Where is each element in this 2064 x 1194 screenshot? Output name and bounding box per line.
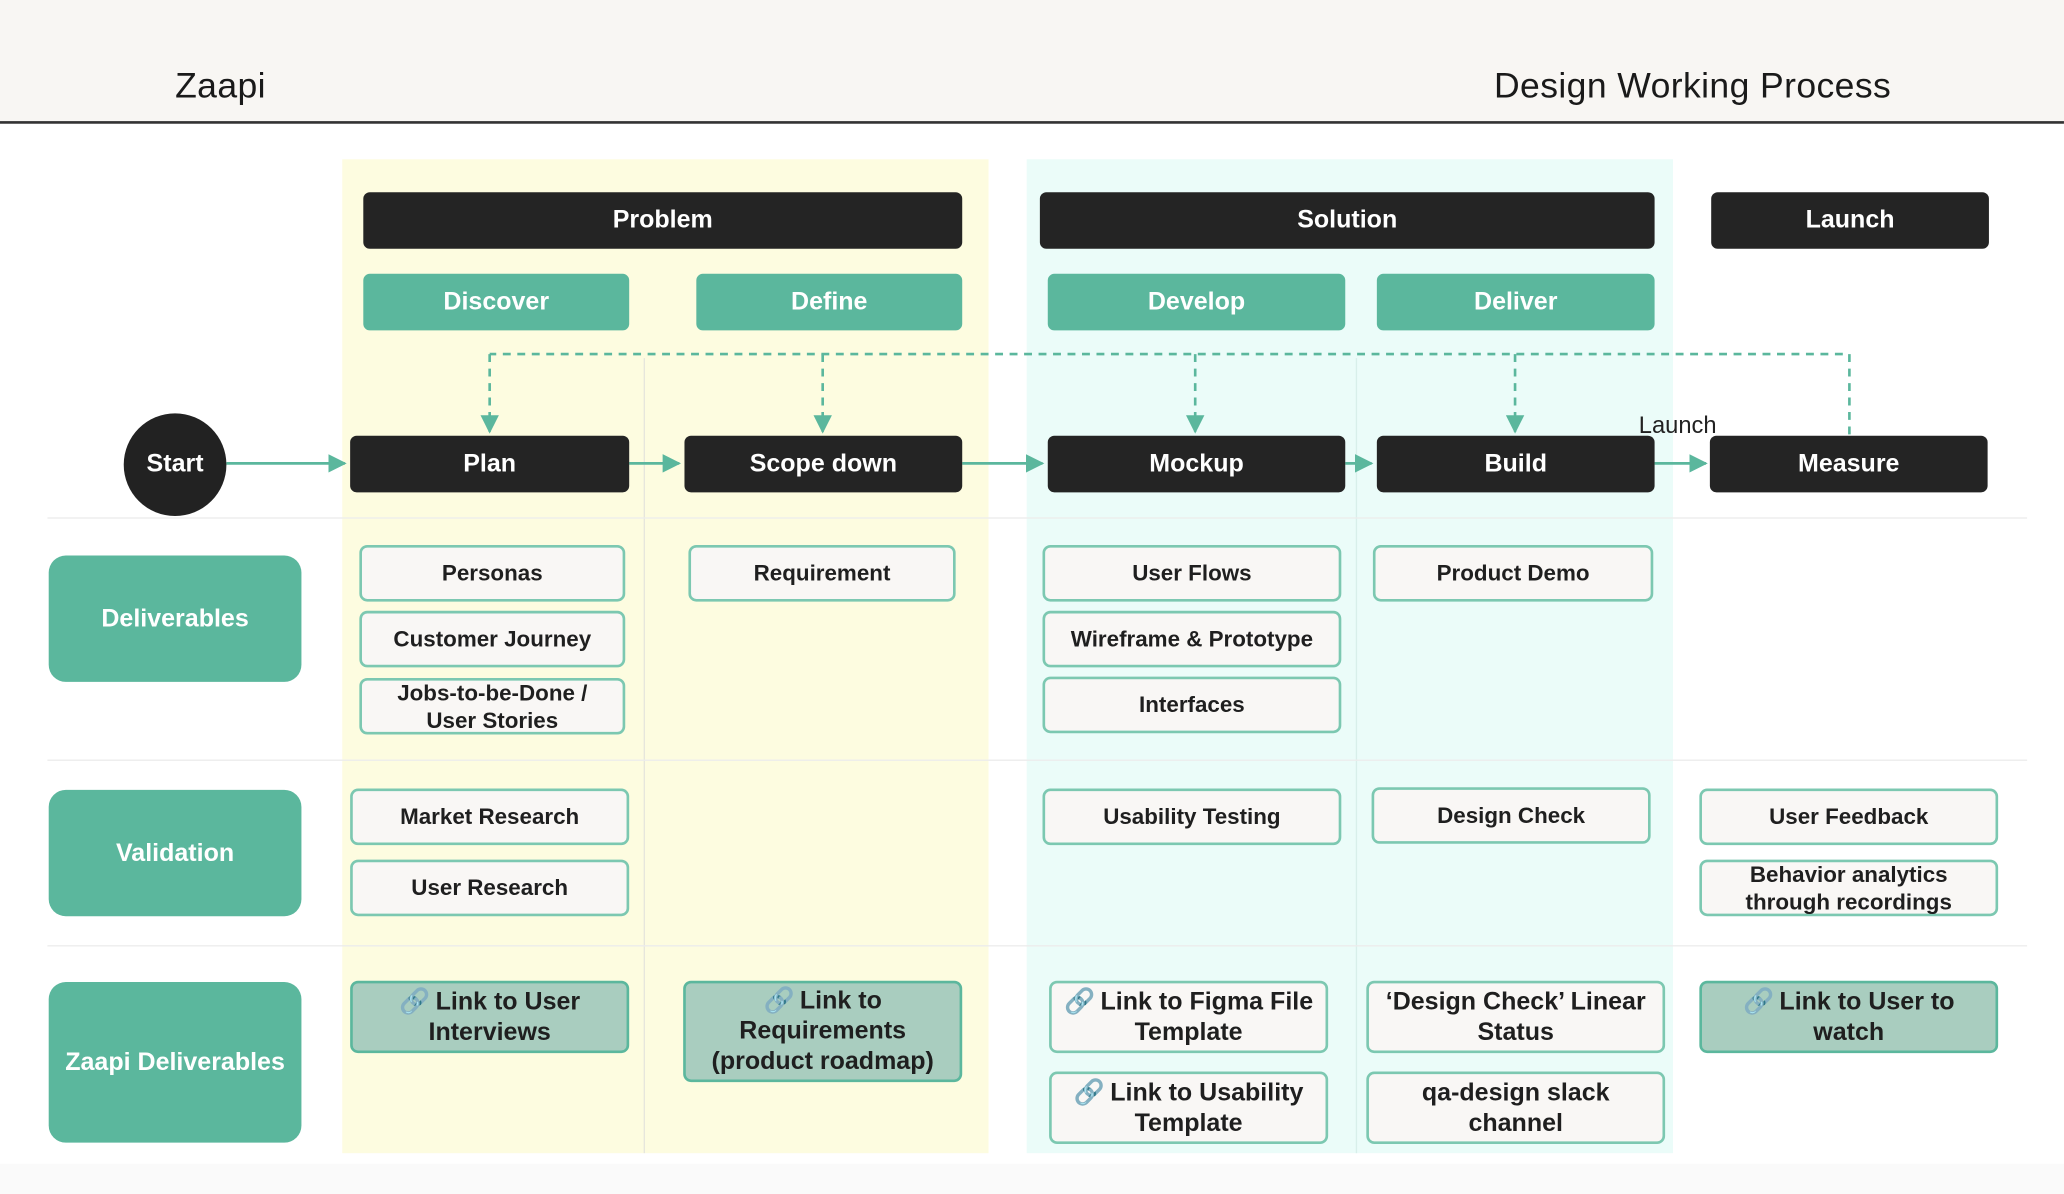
flow-scope-down: Scope down xyxy=(684,435,963,493)
validation-card: User Research xyxy=(350,859,630,917)
link-icon: 🔗 xyxy=(763,987,795,1015)
row-divider xyxy=(47,945,2028,947)
deliverable-card: Wireframe & Prototype xyxy=(1042,610,1342,668)
phase-problem: Problem xyxy=(363,192,963,249)
deliverable-card: User Flows xyxy=(1042,544,1342,602)
validation-card: Design Check xyxy=(1371,787,1651,844)
link-card-usability-template[interactable]: 🔗Link to Usability Template xyxy=(1049,1071,1329,1144)
deliverable-card: Interfaces xyxy=(1042,676,1342,734)
page-title: Design Working Process xyxy=(1494,65,1892,106)
header-bar xyxy=(0,0,2064,123)
deliverable-card: Product Demo xyxy=(1372,544,1654,602)
header-divider xyxy=(0,121,2064,124)
validation-card: Usability Testing xyxy=(1042,788,1342,846)
validation-card: Behavior analytics through recordings xyxy=(1699,859,1999,917)
start-node: Start xyxy=(123,413,227,517)
stage-develop: Develop xyxy=(1047,273,1346,331)
column-divider xyxy=(1355,358,1358,1154)
link-card-figma-template[interactable]: 🔗Link to Figma File Template xyxy=(1049,980,1329,1054)
flow-build: Build xyxy=(1376,435,1655,493)
phase-launch: Launch xyxy=(1711,192,1989,249)
row-label-validation: Validation xyxy=(48,789,302,917)
link-card-label: Link to Requirements (product roadmap) xyxy=(711,987,934,1076)
column-divider xyxy=(643,358,645,1154)
link-card-requirements[interactable]: 🔗Link to Requirements (product roadmap) xyxy=(683,980,963,1083)
flow-plan: Plan xyxy=(350,435,630,493)
link-card-user-interviews[interactable]: 🔗Link to User Interviews xyxy=(350,980,630,1054)
deliverable-card: Customer Journey xyxy=(359,610,626,668)
footer-strip xyxy=(0,1163,2064,1194)
row-label-zaapi-deliverables: Zaapi Deliverables xyxy=(48,982,302,1143)
row-label-deliverables: Deliverables xyxy=(48,555,302,682)
flow-measure: Measure xyxy=(1709,435,1988,493)
brand-name: Zaapi xyxy=(175,65,266,106)
link-icon: 🔗 xyxy=(399,987,431,1016)
stage-deliver: Deliver xyxy=(1376,273,1655,331)
link-card-label: Link to Usability Template xyxy=(1110,1078,1304,1137)
link-card-label: Link to User to watch xyxy=(1779,987,1955,1046)
stage-define: Define xyxy=(696,273,963,331)
phase-solution: Solution xyxy=(1039,192,1655,249)
link-icon: 🔗 xyxy=(1064,987,1096,1016)
flow-mockup: Mockup xyxy=(1047,435,1346,493)
link-icon: 🔗 xyxy=(1073,1078,1105,1107)
feedback-loop-line xyxy=(489,352,1851,435)
row-divider xyxy=(47,759,2028,761)
link-icon: 🔗 xyxy=(1742,987,1775,1016)
validation-card: User Feedback xyxy=(1699,788,1999,846)
stage-discover: Discover xyxy=(363,273,630,331)
link-card-user-to-watch[interactable]: 🔗Link to User to watch xyxy=(1699,980,1999,1054)
slack-channel-card[interactable]: qa-design slack channel xyxy=(1366,1071,1666,1144)
validation-card: Market Research xyxy=(350,788,630,846)
deliverable-card: Personas xyxy=(359,544,626,602)
link-card-label: Link to User Interviews xyxy=(428,987,581,1046)
launch-arrow-label: Launch xyxy=(1638,412,1717,439)
deliverable-card: Requirement xyxy=(688,544,956,602)
deliverable-card: Jobs-to-be-Done / User Stories xyxy=(359,677,626,735)
link-card-label: Link to Figma File Template xyxy=(1100,987,1314,1046)
design-check-status-card[interactable]: ‘Design Check’ Linear Status xyxy=(1366,980,1666,1054)
row-divider xyxy=(47,517,2028,519)
